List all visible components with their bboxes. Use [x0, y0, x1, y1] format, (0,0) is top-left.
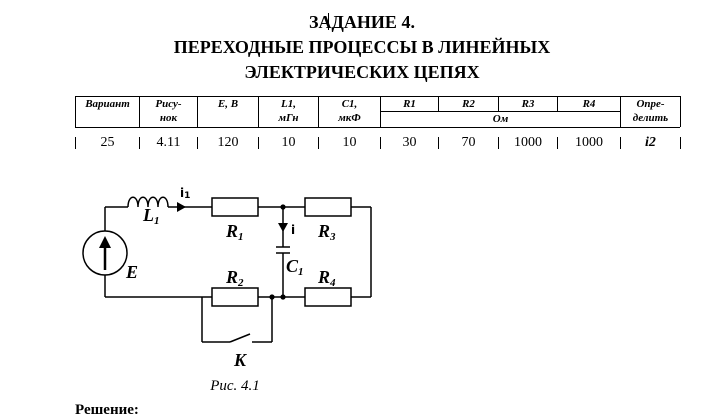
table-divider [620, 96, 621, 127]
inductor-l1 [127, 196, 169, 208]
label-l1: L1 [142, 205, 160, 227]
value-variant: 25 [100, 135, 115, 150]
value-emf: 120 [217, 135, 239, 150]
table-divider [318, 137, 319, 149]
table-ohm-rule [380, 111, 620, 112]
header-r1: R1 [403, 98, 416, 110]
figure-caption: Рис. 4.1 [210, 378, 260, 394]
table-divider [139, 96, 140, 127]
switch-k [229, 333, 251, 343]
value-r1: 30 [402, 135, 417, 150]
assignment-subtitle-line2: ЭЛЕКТРИЧЕСКИХ ЦЕПЯХ [244, 62, 480, 82]
value-r3: 1000 [514, 135, 542, 150]
label-r3: R3 [317, 221, 336, 243]
current-arrow-i [278, 223, 288, 232]
header-c1-line2: мкФ [338, 112, 361, 124]
label-e: E [125, 262, 138, 282]
header-figure-line1: Рису- [155, 98, 182, 110]
table-divider [75, 137, 76, 149]
header-l1-line1: L1, [281, 98, 296, 110]
value-r4: 1000 [575, 135, 603, 150]
resistor-r2 [211, 287, 259, 307]
junction-dot [280, 294, 286, 300]
table-divider [557, 96, 558, 111]
resistor-r1 [211, 197, 259, 217]
table-divider [620, 137, 621, 149]
table-divider [557, 137, 558, 149]
table-divider [498, 96, 499, 111]
value-c1: 10 [342, 135, 357, 150]
emf-arrow-head [99, 236, 111, 248]
label-i1: i1 [180, 186, 190, 201]
label-r1: R1 [225, 221, 244, 243]
resistor-r4 [304, 287, 352, 307]
table-divider [380, 137, 381, 149]
table-divider [197, 137, 198, 149]
junction-dot [269, 294, 275, 300]
table-divider [380, 96, 381, 127]
table-divider [139, 137, 140, 149]
label-c1: C1 [286, 256, 304, 278]
assignment-subtitle-line1: ПЕРЕХОДНЫЕ ПРОЦЕССЫ В ЛИНЕЙНЫХ [173, 37, 551, 57]
label-r2: R2 [225, 267, 244, 289]
resistor-r3 [304, 197, 352, 217]
value-figure: 4.11 [156, 135, 181, 150]
emf-source [82, 230, 128, 276]
header-r3: R3 [521, 98, 535, 110]
header-ohm-unit: Ом [492, 113, 509, 125]
assignment-title: ЗАДАНИЕ 4. [309, 12, 415, 32]
label-k: K [233, 350, 248, 370]
table-divider [680, 137, 681, 149]
header-variant: Вариант [85, 98, 130, 110]
table-divider [318, 96, 319, 127]
table-divider [438, 137, 439, 149]
table-divider [258, 137, 259, 149]
table-divider [75, 96, 76, 127]
header-emf: E, В [217, 98, 239, 110]
header-figure: Рису- нок [140, 96, 197, 129]
table-divider [197, 96, 198, 127]
header-r2: R2 [462, 98, 475, 110]
table-divider [498, 137, 499, 149]
current-arrow-i1 [177, 202, 186, 212]
junction-dot [280, 204, 286, 210]
value-l1: 10 [281, 135, 296, 150]
header-r4: R4 [582, 98, 596, 110]
text-cursor [328, 13, 329, 30]
label-i: i [291, 223, 295, 237]
table-top-rule [75, 96, 680, 97]
label-r4: R4 [317, 267, 336, 289]
header-determine-line2: делить [632, 112, 669, 124]
table-header-rule [75, 127, 680, 128]
table-divider [680, 96, 681, 127]
header-c1-line1: C1, [341, 98, 358, 110]
header-c1: C1, мкФ [319, 96, 380, 129]
header-determine: Опре- делить [621, 96, 680, 129]
header-determine-line1: Опре- [636, 98, 665, 110]
table-divider [258, 96, 259, 127]
value-determine: i2 [645, 135, 656, 150]
solution-heading: Решение: [75, 402, 139, 418]
header-l1-line2: мГн [278, 112, 299, 124]
table-divider [438, 96, 439, 111]
value-r2: 70 [461, 135, 476, 150]
header-l1: L1, мГн [259, 96, 318, 129]
header-figure-line2: нок [159, 112, 178, 124]
